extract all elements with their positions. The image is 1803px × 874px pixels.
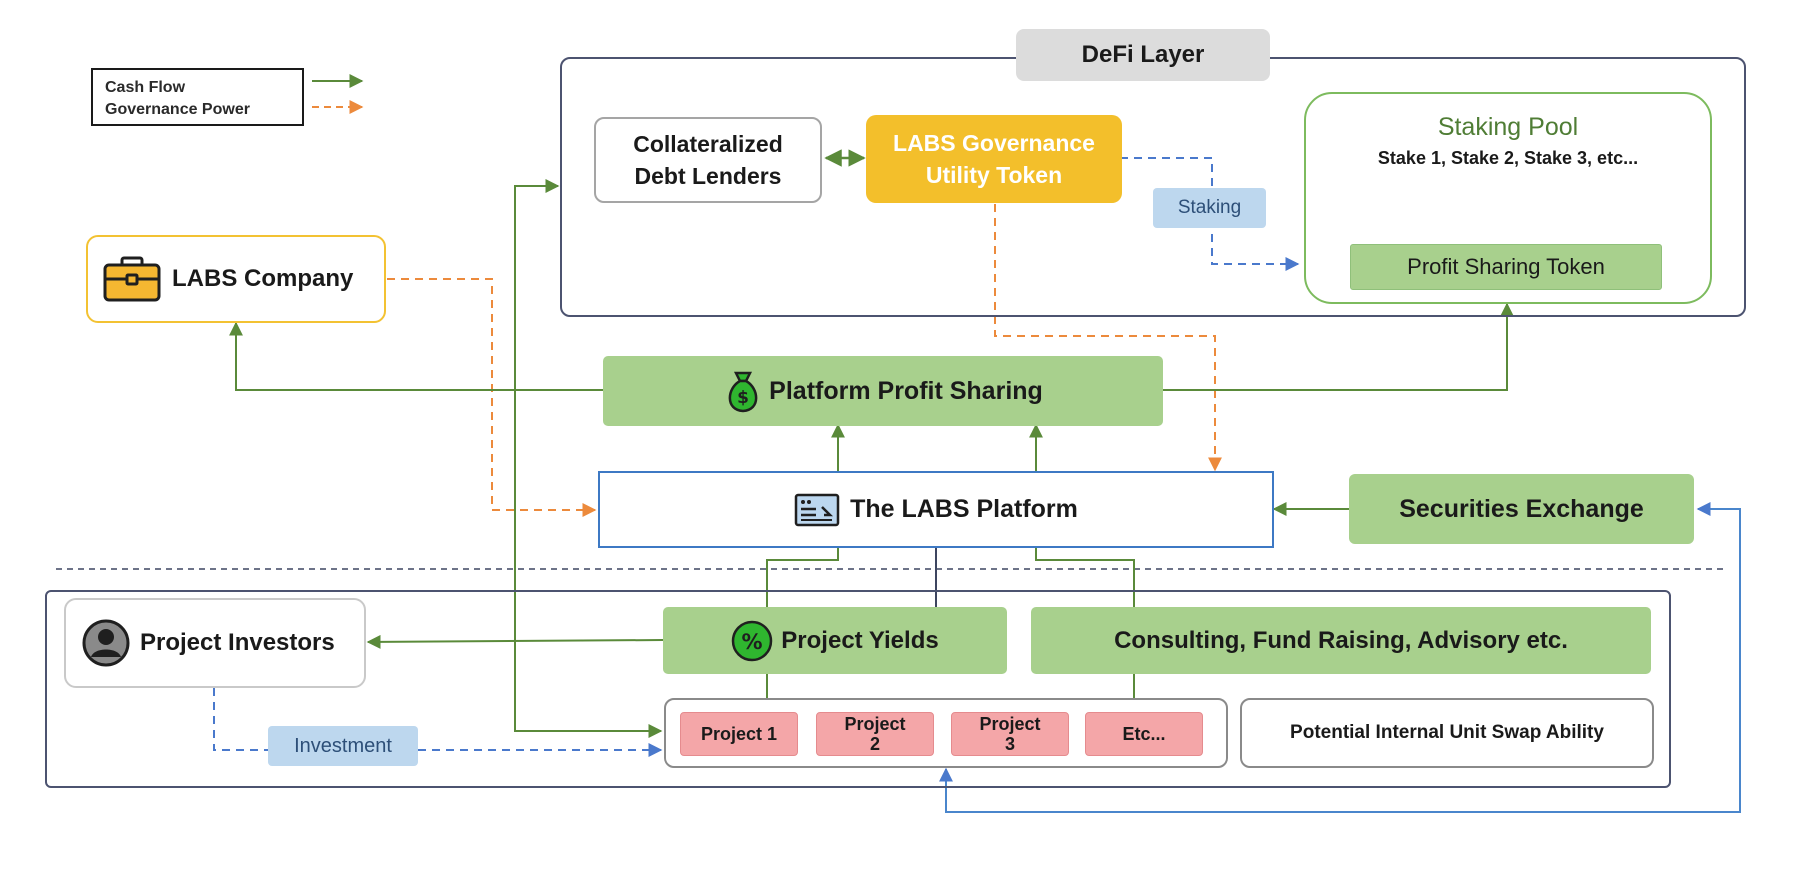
profit-to-company-connector: [229, 321, 603, 391]
percent-icon: %: [731, 620, 773, 662]
project-etc-line-1: Etc...: [1122, 724, 1166, 744]
consulting-box: Consulting, Fund Raising, Advisory etc.: [1031, 607, 1651, 674]
labs-governance-token-box: LABS Governance Utility Token: [866, 115, 1122, 203]
legend-cash-flow-label: Cash Flow: [105, 79, 186, 96]
legend-governance-label: Governance Power: [105, 101, 250, 118]
labs-company-label: LABS Company: [172, 265, 354, 292]
project-1-box: Project 1: [680, 712, 798, 756]
exchange-projects-link: [939, 502, 1741, 813]
unit-swap-box: Potential Internal Unit Swap Ability: [1240, 698, 1654, 768]
token-line-1: LABS Governance: [893, 130, 1095, 156]
platform-dashboard-icon: [794, 493, 840, 527]
defi-projects-link: [514, 179, 663, 738]
money-bag-icon: $: [723, 368, 763, 414]
platform-profit-sharing-box: $ Platform Profit Sharing: [603, 356, 1163, 426]
lenders-line-1: Collateralized: [633, 131, 783, 157]
platform-profit-sharing-label: Platform Profit Sharing: [769, 376, 1043, 405]
projects-section-container: [45, 590, 1671, 788]
profit-to-token-connector: [1163, 302, 1514, 391]
labs-platform-box: The LABS Platform: [598, 471, 1274, 548]
project-yields-box: % Project Yields: [663, 607, 1007, 674]
lenders-line-2: Debt Lenders: [634, 163, 782, 189]
svg-text:$: $: [737, 388, 749, 408]
user-avatar-icon: [82, 619, 130, 667]
project-2-box: Project 2: [816, 712, 934, 756]
token-governance-connector: [994, 204, 1222, 472]
legend-box: Cash Flow Governance Power: [91, 68, 304, 126]
project-2-line-1: Project: [844, 714, 906, 734]
project-3-line-1: Project: [979, 714, 1041, 734]
collateralized-debt-lenders-box: Collateralized Debt Lenders: [594, 117, 822, 203]
securities-exchange-box: Securities Exchange: [1349, 474, 1694, 544]
investment-connector: [213, 688, 663, 757]
staking-label: Staking: [1153, 188, 1266, 228]
project-2-line-2: 2: [869, 734, 880, 754]
defi-layer-title: DeFi Layer: [1016, 29, 1270, 81]
project-3-line-2: 3: [1004, 734, 1015, 754]
labs-platform-label: The LABS Platform: [850, 495, 1078, 523]
investment-label: Investment: [268, 726, 418, 766]
svg-text:%: %: [742, 630, 763, 654]
briefcase-icon: [102, 255, 162, 303]
staking-pool-stakes: Stake 1, Stake 2, Stake 3, etc...: [1377, 147, 1639, 168]
project-yields-label: Project Yields: [781, 626, 939, 654]
project-1-line-1: Project 1: [700, 724, 778, 744]
project-investors-label: Project Investors: [140, 629, 335, 656]
yields-to-platform-connector: [766, 548, 839, 607]
labs-company-box: LABS Company: [86, 235, 386, 323]
token-line-2: Utility Token: [925, 162, 1063, 188]
staking-pool-title: Staking Pool: [1437, 112, 1579, 141]
profit-sharing-token-box: Profit Sharing Token: [1350, 244, 1662, 290]
project-investors-box: Project Investors: [64, 598, 366, 688]
project-etc-box: Etc...: [1085, 712, 1203, 756]
project-3-box: Project 3: [951, 712, 1069, 756]
